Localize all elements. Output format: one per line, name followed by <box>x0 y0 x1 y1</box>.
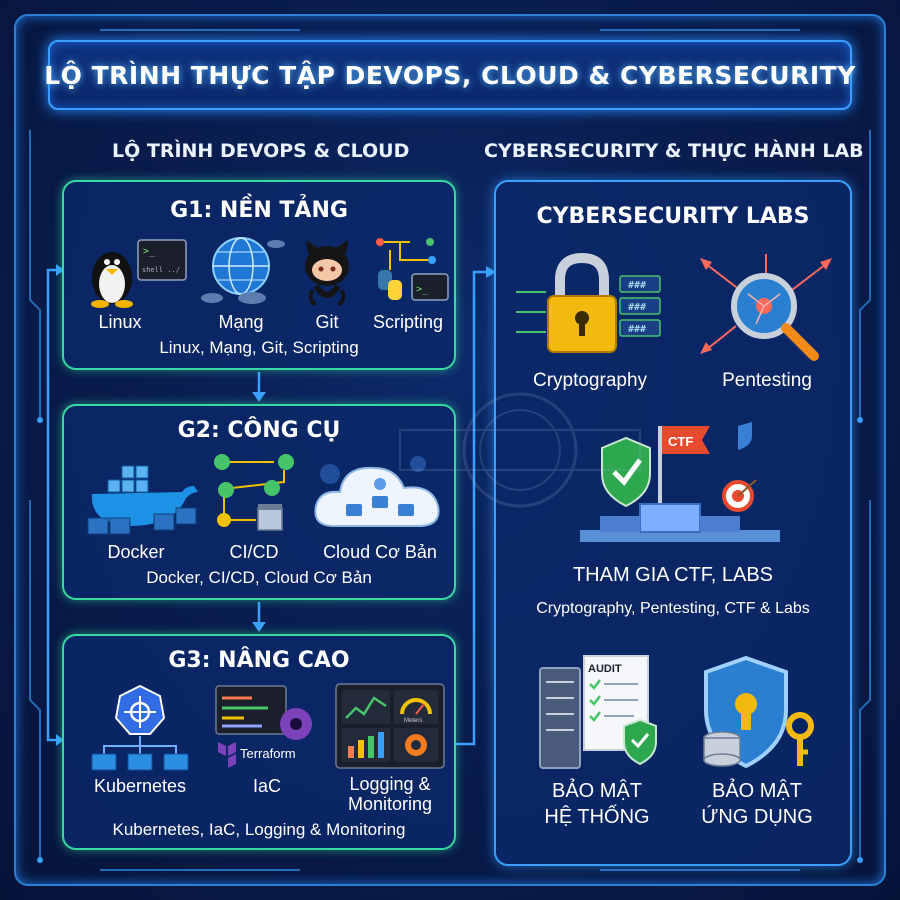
cryptography-lock-icon: ### ### ### <box>516 252 661 353</box>
svg-text:shell ../: shell ../ <box>142 266 180 274</box>
item-cloud-label: Cloud Cơ Bản <box>323 542 437 562</box>
item-network: Mạng <box>196 232 286 333</box>
item-logging-monitoring: Meters Logging & Monitoring <box>334 682 446 814</box>
python-scripting-icon: >_ <box>376 238 449 301</box>
item-linux: >_ shell ../ Linux <box>80 234 190 333</box>
item-git: Git <box>290 234 364 333</box>
item-cicd: CI/CD <box>206 452 302 563</box>
university-watermark-logo <box>370 390 670 510</box>
item-git-label: Git <box>315 312 339 332</box>
audit-server-icon: AUDIT <box>539 655 657 769</box>
pentesting-magnifier-icon <box>700 254 832 361</box>
item-cloud: Cloud Cơ Bản <box>310 450 450 563</box>
item-iac: Terraform IaC <box>212 684 322 797</box>
svg-text:###: ### <box>628 324 646 335</box>
stage-g1: G1: NỀN TẢNG >_ shell ../ Linux Mạng <box>62 180 456 370</box>
app-security-shield-icon <box>703 655 814 769</box>
item-kubernetes: Kubernetes <box>80 684 200 797</box>
svg-text:>_: >_ <box>143 246 156 257</box>
github-octocat-icon <box>305 240 349 306</box>
app-security-line2: ỨNG DỤNG <box>701 806 813 828</box>
ctf-podium-icon: CTF <box>580 422 780 542</box>
stage-g1-summary: Linux, Mạng, Git, Scripting <box>159 338 359 357</box>
left-column-heading: LỘ TRÌNH DEVOPS & CLOUD <box>112 140 410 162</box>
network-globe-icon <box>201 237 285 304</box>
app-security-line1: BẢO MẬT <box>711 780 802 802</box>
title-banner: LỘ TRÌNH THỰC TẬP DEVOPS, CLOUD & CYBERS… <box>44 40 855 110</box>
item-docker-label: Docker <box>107 542 165 562</box>
item-kubernetes-label: Kubernetes <box>93 776 187 796</box>
pentesting-label: Pentesting <box>722 370 812 391</box>
svg-text:Meters: Meters <box>404 718 422 724</box>
svg-text:###: ### <box>628 280 646 291</box>
system-security-line2: HỆ THỐNG <box>544 806 650 828</box>
item-scripting-label: Scripting <box>372 312 444 332</box>
item-iac-label: IaC <box>252 776 281 796</box>
terraform-iac-icon: Terraform <box>215 685 312 768</box>
svg-text:###: ### <box>628 302 646 313</box>
svg-text:CTF: CTF <box>668 434 693 449</box>
stage-g3-summary: Kubernetes, IaC, Logging & Monitoring <box>112 820 406 839</box>
system-security-label: BẢO MẬT HỆ THỐNG <box>532 778 662 830</box>
item-network-label: Mạng <box>218 312 264 332</box>
item-docker: Docker <box>82 454 202 563</box>
right-column-heading: CYBERSECURITY & THỰC HÀNH LAB <box>484 140 864 162</box>
stage-g2-summary: Docker, CI/CD, Cloud Cơ Bản <box>146 568 372 587</box>
security-panel: CYBERSECURITY LABS ### ### ### Cryptograph… <box>494 180 852 866</box>
page-title: LỘ TRÌNH THỰC TẬP DEVOPS, CLOUD & CYBERS… <box>44 60 856 90</box>
stage-g3-title: G3: NÂNG CAO <box>168 648 350 673</box>
kubernetes-icon <box>91 684 189 771</box>
stage-g2: G2: CÔNG CỤ Docker <box>62 404 456 600</box>
item-linux-label: Linux <box>98 312 142 332</box>
stage-g1-title: G1: NỀN TẢNG <box>170 198 348 223</box>
loop-connector-left <box>46 268 62 742</box>
system-security-line1: BẢO MẬT <box>551 780 642 802</box>
cicd-pipeline-icon <box>214 454 294 531</box>
cryptography-label: Cryptography <box>532 370 648 391</box>
arrow-to-security <box>456 270 488 746</box>
linux-penguin-icon: >_ shell ../ <box>91 239 187 308</box>
svg-text:AUDIT: AUDIT <box>588 663 622 675</box>
docker-whale-icon <box>87 465 198 535</box>
security-title: CYBERSECURITY LABS <box>536 204 810 229</box>
stage-g2-title: G2: CÔNG CỤ <box>177 418 341 443</box>
stage-g3: G3: NÂNG CAO Kubernetes Terraform IaC <box>62 634 456 850</box>
item-scripting: >_ Scripting <box>360 230 456 333</box>
item-cicd-label: CI/CD <box>229 542 279 562</box>
item-monitoring-label: Monitoring <box>347 794 433 814</box>
monitoring-dashboard-icon: Meters <box>335 683 445 769</box>
ctf-summary: Cryptography, Pentesting, CTF & Labs <box>536 600 810 617</box>
svg-text:>_: >_ <box>416 284 429 295</box>
app-security-label: BẢO MẬT ỨNG DỤNG <box>692 778 822 830</box>
item-logging-label: Logging & <box>349 774 431 794</box>
outer-frame <box>14 14 886 886</box>
cloud-icon <box>314 456 440 527</box>
ctf-title: THAM GIA CTF, LABS <box>572 564 774 586</box>
svg-text:Terraform: Terraform <box>240 746 296 761</box>
